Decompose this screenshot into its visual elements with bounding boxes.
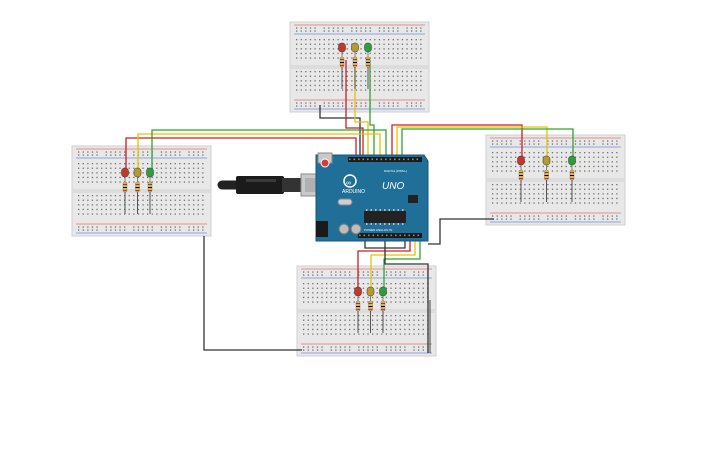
wires [125,60,574,353]
traffic-light-leds [121,42,576,353]
led[interactable] [121,167,129,182]
wire[interactable] [319,105,361,157]
wire[interactable] [383,240,421,290]
led[interactable] [379,286,387,301]
resistor[interactable] [147,181,153,193]
led[interactable] [364,42,372,57]
led[interactable] [542,155,551,170]
resistor[interactable] [380,300,386,312]
wire[interactable] [370,240,416,290]
wire[interactable] [369,60,375,157]
wire[interactable] [357,240,411,290]
led[interactable] [133,167,142,182]
arduino-board[interactable]: ∞ ARDUINO UNO DIGITAL (PWM~) POWER ANALO… [315,152,429,242]
header-label-digital: DIGITAL (PWM~) [384,169,407,173]
resistor[interactable] [339,56,345,68]
resistor[interactable] [518,169,524,181]
breadboard-right[interactable] [485,134,626,226]
led[interactable] [351,42,359,57]
wire[interactable] [428,218,494,245]
arduino-logo-icon [343,174,357,188]
wire[interactable] [384,240,429,353]
resistor[interactable] [352,56,358,68]
led[interactable] [366,286,375,301]
resistor[interactable] [365,56,371,68]
atmega-chip [364,211,406,223]
wire[interactable] [391,124,523,160]
usb-cable[interactable] [217,173,332,197]
wire[interactable] [396,126,548,160]
led[interactable] [338,42,346,57]
arduino-brand-label: ARDUINO [342,189,365,195]
breadboard-top[interactable] [289,21,430,113]
led[interactable] [146,167,154,182]
svg-text:∞: ∞ [346,180,351,187]
wire[interactable] [345,60,364,157]
breadboard-left[interactable] [71,145,212,237]
wire[interactable] [151,129,387,172]
resistor[interactable] [135,181,140,193]
wire[interactable] [354,60,369,157]
wire[interactable] [203,236,302,351]
resistor[interactable] [569,169,575,181]
led[interactable] [354,286,362,301]
wire[interactable] [364,240,406,249]
led[interactable] [517,155,525,170]
resistor[interactable] [368,300,373,312]
header-label-power-analog: POWER ANALOG IN [364,228,392,232]
wire[interactable] [137,133,381,172]
arduino-model-label: UNO [382,181,404,192]
wire[interactable] [125,137,357,172]
led[interactable] [568,155,576,170]
wire[interactable] [401,128,574,160]
resistor[interactable] [122,181,128,193]
resistor[interactable] [355,300,361,312]
breadboard-bottom[interactable] [296,265,437,357]
reset-button[interactable] [320,158,330,168]
resistor[interactable] [544,169,549,181]
